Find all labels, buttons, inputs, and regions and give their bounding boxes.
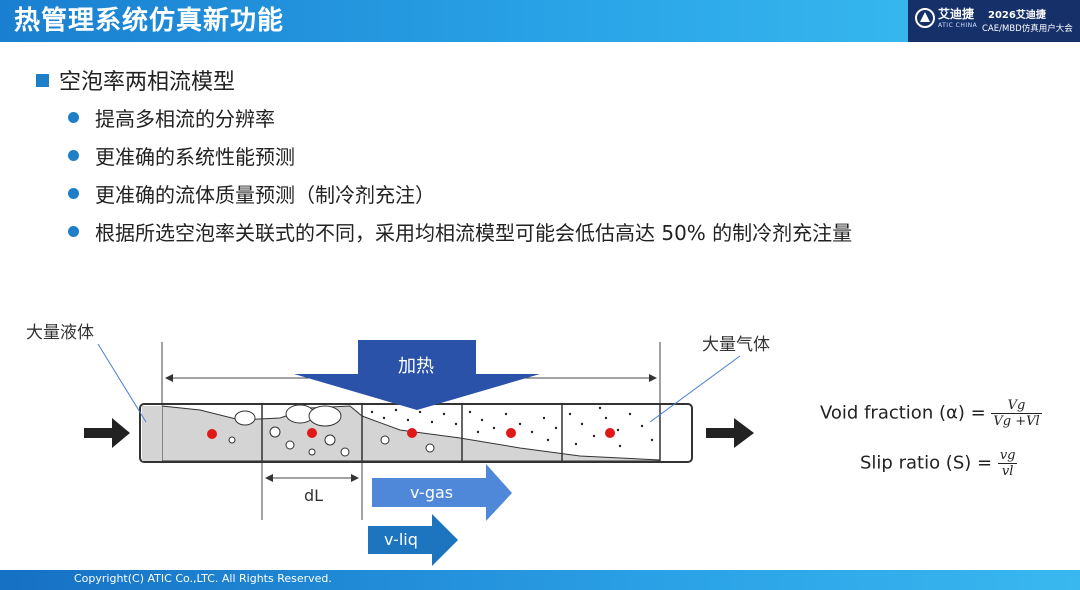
gas-pointer (649, 355, 741, 423)
bubble (285, 440, 295, 450)
label-vliq: v-liq (384, 530, 418, 549)
void-fraction-fraction: Vg Vg +Vl (991, 398, 1042, 429)
bullet-dot-icon (68, 226, 79, 237)
bubble (324, 434, 336, 446)
void-fraction-formula: Void fraction (α) = Vg Vg +Vl (820, 398, 1042, 429)
bubble (234, 410, 256, 426)
brand-name: 艾迪捷 (938, 7, 975, 21)
header-bar: 热管理系统仿真新功能 艾迪捷 ATIC CHINA 2026艾迪捷 CAE/MB… (0, 0, 1080, 42)
slip-ratio-fraction: vg vl (997, 448, 1018, 479)
footer-bar: Copyright(C) ATIC Co.,LTC. All Rights Re… (0, 570, 1080, 590)
vgas-arrow-icon (372, 464, 512, 521)
bubble (308, 405, 342, 427)
list-item: 更准确的系统性能预测 (68, 142, 852, 180)
bullet-text: 更准确的流体质量预测（制冷剂充注） (95, 183, 435, 207)
slip-ratio-numerator: vg (997, 448, 1018, 464)
label-dl: dL (304, 486, 324, 505)
list-item: 更准确的流体质量预测（制冷剂充注） (68, 180, 852, 218)
brand-sub: ATIC CHINA (938, 22, 978, 29)
bubble (340, 447, 350, 457)
slip-ratio-denominator: vl (1001, 464, 1014, 479)
label-vgas: v-gas (410, 483, 454, 502)
label-bulk-liquid: 大量液体 (26, 323, 94, 343)
brand-panel: 艾迪捷 ATIC CHINA 2026艾迪捷 CAE/MBD仿真用户大会 (908, 0, 1080, 42)
conference-year: 2026艾迪捷 (988, 10, 1046, 21)
bullet-dot-icon (68, 188, 79, 199)
conference-name: CAE/MBD仿真用户大会 (982, 24, 1073, 34)
bullet-dot-icon (68, 150, 79, 161)
bubble (425, 443, 435, 453)
section-title-text: 空泡率两相流模型 (59, 70, 236, 95)
list-item: 根据所选空泡率关联式的不同，采用均相流模型可能会低估高达 50% 的制冷剂充注量 (68, 218, 852, 256)
void-fraction-denominator: Vg +Vl (993, 414, 1040, 429)
slip-ratio-formula: Slip ratio (S) = vg vl (860, 448, 1018, 479)
section-title: 空泡率两相流模型 (36, 64, 235, 96)
red-droplets (207, 428, 615, 439)
liquid-pointer (97, 343, 147, 423)
bullet-text: 根据所选空泡率关联式的不同，采用均相流模型可能会低估高达 50% 的制冷剂充注量 (95, 221, 853, 245)
label-bulk-gas: 大量气体 (702, 335, 770, 355)
page-title: 热管理系统仿真新功能 (14, 6, 285, 36)
droplet-mist (370, 406, 654, 448)
bullet-text: 更准确的系统性能预测 (95, 145, 295, 169)
square-bullet-icon (36, 74, 49, 87)
copyright-text: Copyright(C) ATIC Co.,LTC. All Rights Re… (74, 572, 332, 585)
slip-ratio-label: Slip ratio (S) = (860, 452, 993, 474)
void-fraction-numerator: Vg (991, 398, 1042, 414)
void-fraction-label: Void fraction (α) = (820, 402, 986, 424)
atic-logo-icon (915, 8, 935, 28)
outlet-arrow-icon (706, 418, 754, 448)
bubble (269, 426, 281, 438)
inlet-arrow-icon (84, 418, 130, 448)
bubble (228, 436, 236, 444)
heat-arrow-icon (294, 340, 540, 410)
bubble (308, 448, 316, 456)
label-heat: 加热 (398, 356, 434, 377)
list-item: 提高多相流的分辨率 (68, 104, 852, 142)
bullet-dot-icon (68, 112, 79, 123)
bubble (380, 435, 390, 445)
liquid-layer-left (142, 406, 162, 461)
segment-dividers (261, 404, 661, 462)
bullet-list: 提高多相流的分辨率 更准确的系统性能预测 更准确的流体质量预测（制冷剂充注） 根… (68, 104, 852, 256)
bullet-text: 提高多相流的分辨率 (95, 107, 275, 131)
vliq-arrow-icon (368, 514, 458, 566)
